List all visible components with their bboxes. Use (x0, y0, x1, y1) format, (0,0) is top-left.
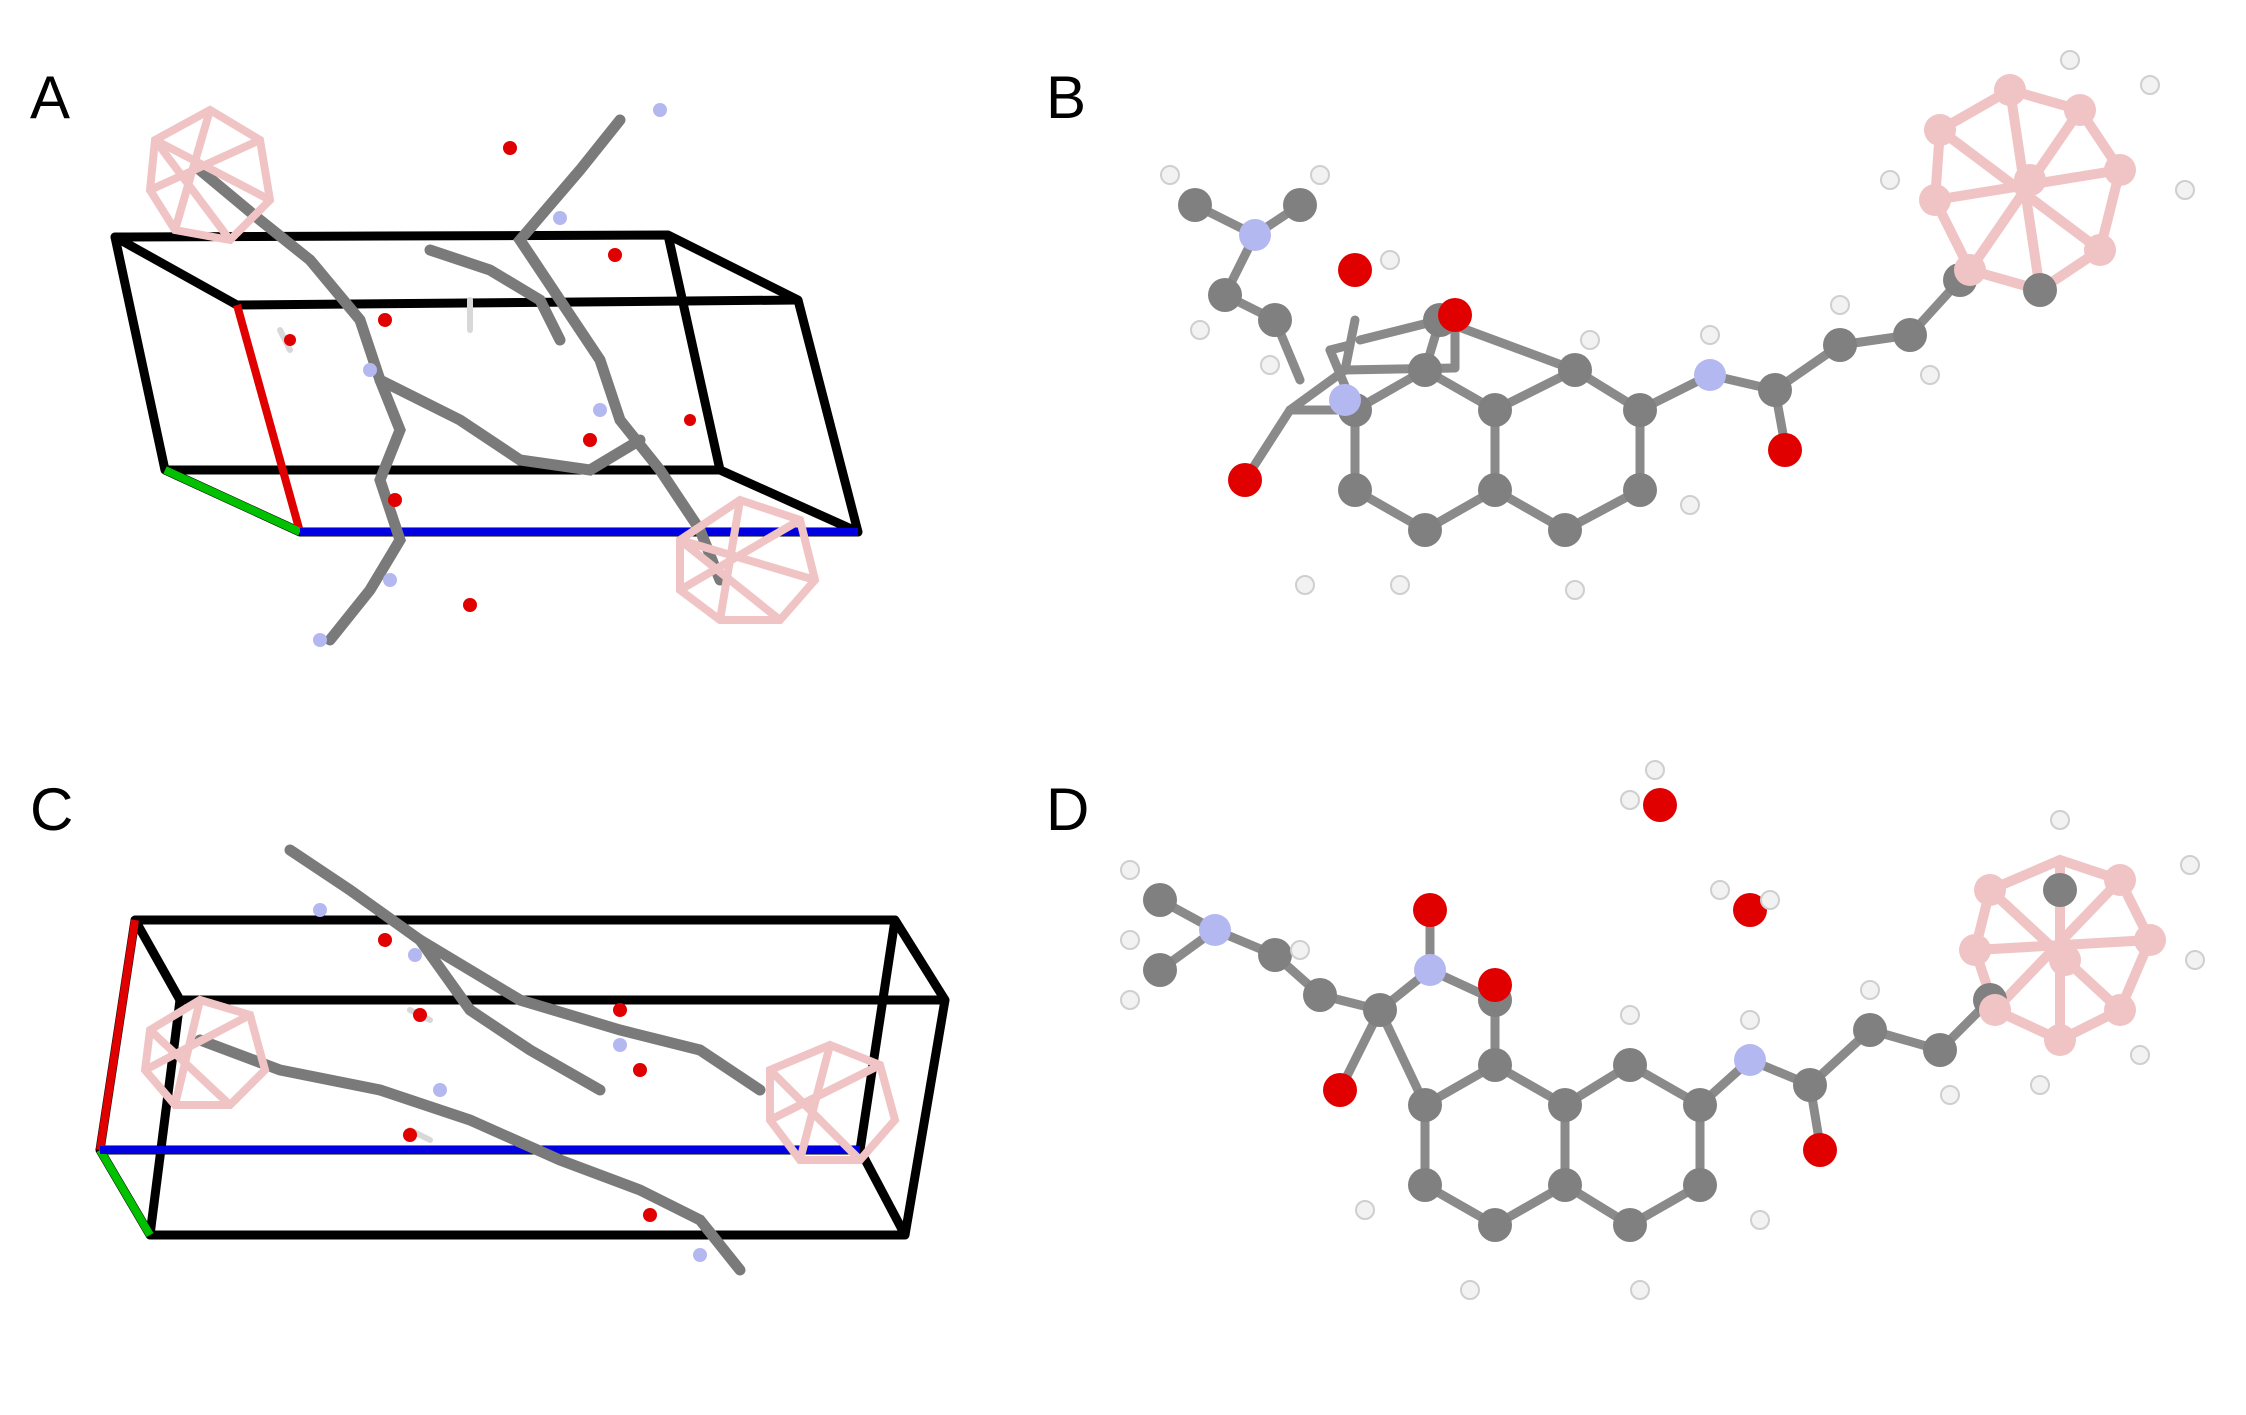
oxygen-atoms-c (378, 933, 657, 1222)
molecule-sticks-a (194, 114, 726, 646)
carborane-cage-c1 (140, 995, 270, 1109)
carborane-cage-c2 (766, 1040, 900, 1164)
axis-b-line-c (96, 1147, 154, 1238)
panel-label-c: C (30, 776, 74, 843)
oxygen-atoms-a (284, 141, 696, 612)
panel-a: A (0, 0, 1000, 710)
carborane-cage-a1 (145, 105, 275, 245)
panel-d: D (1000, 710, 2246, 1415)
molecule-sticks-c (194, 844, 766, 1276)
molecule-view-d (1120, 760, 2205, 1300)
unit-cell-view-a (110, 103, 863, 647)
panel-label-b: B (1046, 64, 1087, 131)
panel-label-d: D (1046, 776, 1090, 843)
panel-b: B (1000, 0, 2246, 710)
nitrogen-atoms-c (313, 903, 707, 1262)
axis-b-line (163, 466, 302, 536)
atoms-b (1160, 50, 2195, 600)
axis-a-line-c (96, 919, 139, 1151)
panel-c: C (0, 710, 1000, 1415)
carborane-cage-a2 (676, 495, 820, 624)
panel-label-a: A (30, 64, 71, 131)
unit-cell-view-c (95, 844, 950, 1276)
molecule-view-b (1160, 50, 2195, 600)
axis-a-line (233, 303, 304, 534)
nitrogen-atoms-a (313, 103, 667, 647)
atoms-d (1120, 760, 2205, 1300)
